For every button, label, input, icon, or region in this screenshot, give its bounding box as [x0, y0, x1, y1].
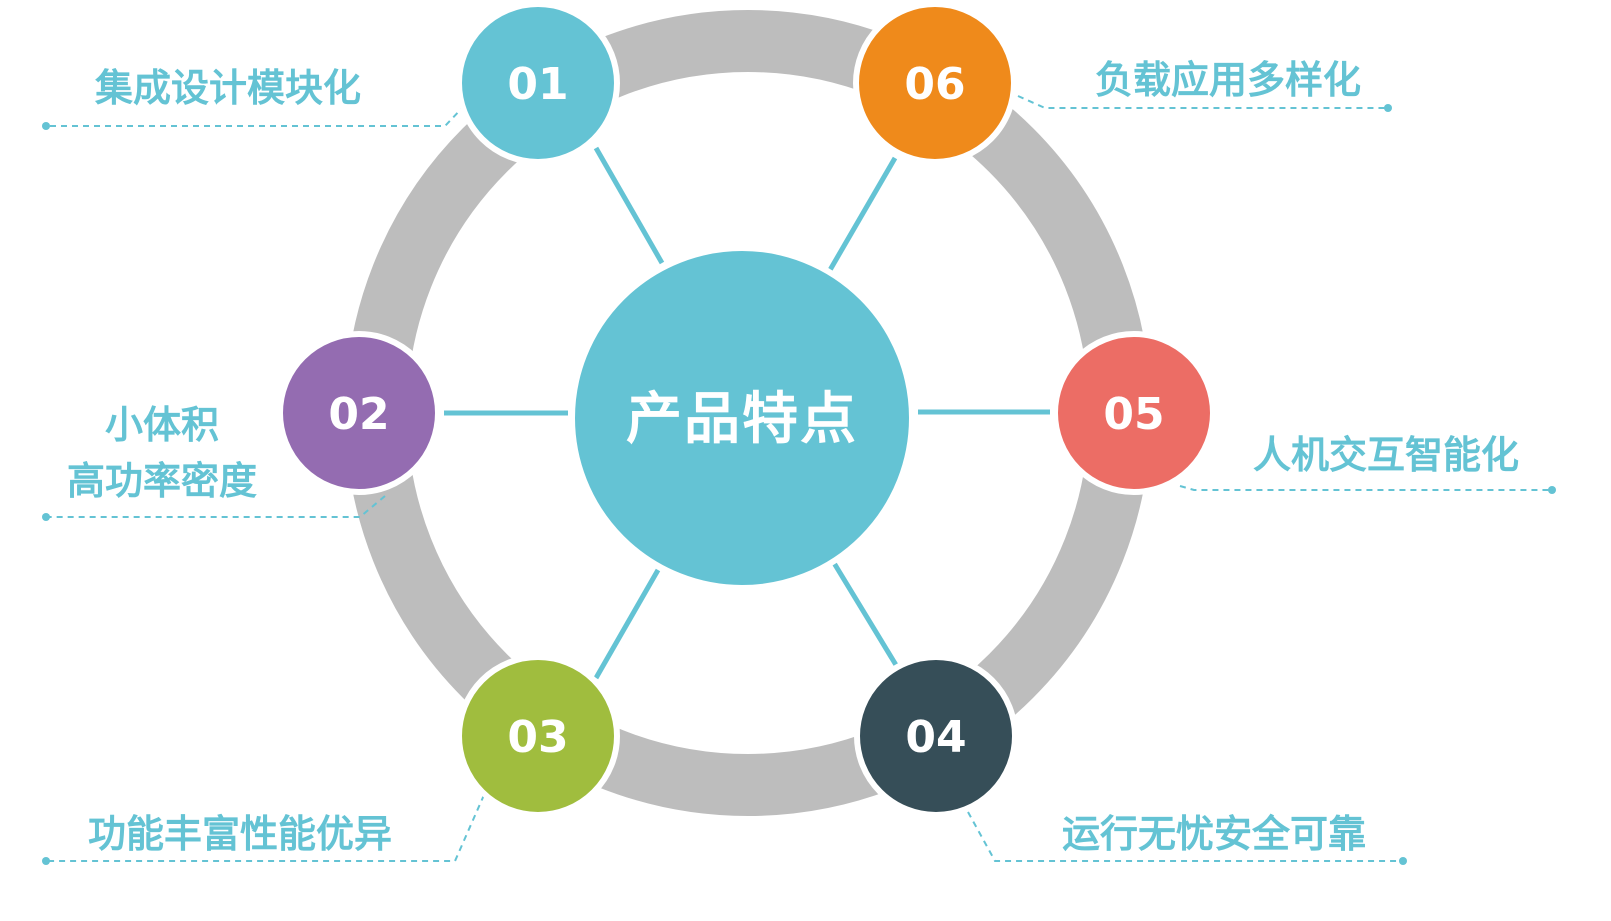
leader-dot-01	[42, 122, 50, 130]
feature-label-02-line2: 高功率密度	[67, 459, 257, 503]
node-number-03: 03	[507, 712, 568, 763]
center-title: 产品特点	[626, 387, 858, 452]
feature-label-01: 集成设计模块化	[94, 66, 361, 110]
spoke-01	[593, 146, 665, 265]
node-number-05: 05	[1103, 389, 1164, 440]
spoke-03	[593, 568, 661, 680]
spokes	[444, 146, 1050, 680]
node-number-04: 04	[905, 712, 966, 763]
leader-lines	[46, 95, 1552, 862]
leader-dots	[42, 104, 1556, 865]
feature-label-04: 运行无忧安全可靠	[1062, 812, 1366, 856]
feature-label-03: 功能丰富性能优异	[88, 812, 392, 856]
center-circle	[569, 245, 915, 591]
feature-label-05: 人机交互智能化	[1253, 433, 1519, 477]
feature-node-04: 04	[854, 654, 1018, 818]
node-circle-02	[277, 331, 441, 495]
leader-dot-05	[1548, 486, 1556, 494]
node-circle-05	[1052, 331, 1216, 495]
node-number-06: 06	[904, 59, 965, 110]
leader-line-03	[46, 794, 485, 862]
feature-label-02-line1: 小体积	[105, 403, 219, 447]
node-circle-03	[456, 654, 620, 818]
node-number-02: 02	[328, 389, 389, 440]
leader-line-04	[967, 811, 1403, 862]
spoke-06	[827, 156, 898, 272]
node-number-01: 01	[507, 59, 568, 110]
leader-dot-02	[42, 513, 50, 521]
node-circle-04	[854, 654, 1018, 818]
feature-label-06: 负载应用多样化	[1095, 58, 1361, 102]
node-circle-06	[853, 1, 1017, 165]
leader-dot-03	[42, 857, 50, 865]
node-circle-01	[456, 1, 620, 165]
leader-line-05	[1179, 485, 1552, 491]
feature-node-05: 05	[1052, 331, 1216, 495]
leader-line-06	[1017, 95, 1388, 109]
feature-node-03: 03	[456, 654, 620, 818]
feature-node-06: 06	[853, 1, 1017, 165]
feature-labels: 集成设计模块化 小体积 高功率密度 功能丰富性能优异 运行无忧安全可靠 人机交互…	[67, 58, 1519, 856]
center-node: 产品特点	[569, 245, 915, 591]
leader-dot-04	[1399, 857, 1407, 865]
feature-node-01: 01	[456, 1, 620, 165]
spoke-04	[831, 561, 899, 667]
leader-dot-06	[1384, 104, 1392, 112]
feature-node-02: 02	[277, 331, 441, 495]
